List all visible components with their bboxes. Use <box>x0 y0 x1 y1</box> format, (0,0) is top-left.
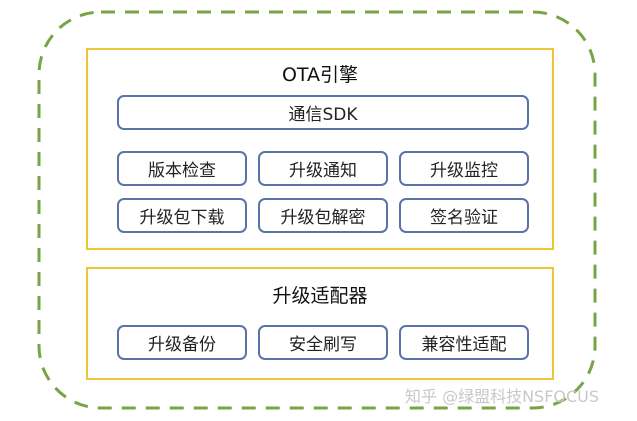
package-download-module: 升级包下载 <box>117 198 247 233</box>
compatibility-adapt-module: 兼容性适配 <box>399 325 529 360</box>
upgrade-adapter-section: 升级适配器 升级备份 安全刷写 兼容性适配 <box>86 267 554 380</box>
upgrade-backup-module: 升级备份 <box>117 325 247 360</box>
version-check-module: 版本检查 <box>117 151 247 186</box>
communication-sdk-module: 通信SDK <box>117 95 529 130</box>
ota-engine-title: OTA引擎 <box>281 64 359 86</box>
upgrade-monitor-module: 升级监控 <box>399 151 529 186</box>
upgrade-notify-module: 升级通知 <box>258 151 388 186</box>
signature-verify-module: 签名验证 <box>399 198 529 233</box>
secure-flash-module: 安全刷写 <box>258 325 388 360</box>
ota-engine-section: OTA引擎 通信SDK 版本检查 升级通知 升级监控 升级包下载 升级包解密 签… <box>86 48 554 250</box>
outer-dashed-container <box>37 10 597 410</box>
upgrade-adapter-title: 升级适配器 <box>272 285 368 307</box>
watermark: 知乎 @绿盟科技NSFOCUS <box>405 387 600 406</box>
dashed-border <box>37 10 597 410</box>
package-decrypt-module: 升级包解密 <box>258 198 388 233</box>
